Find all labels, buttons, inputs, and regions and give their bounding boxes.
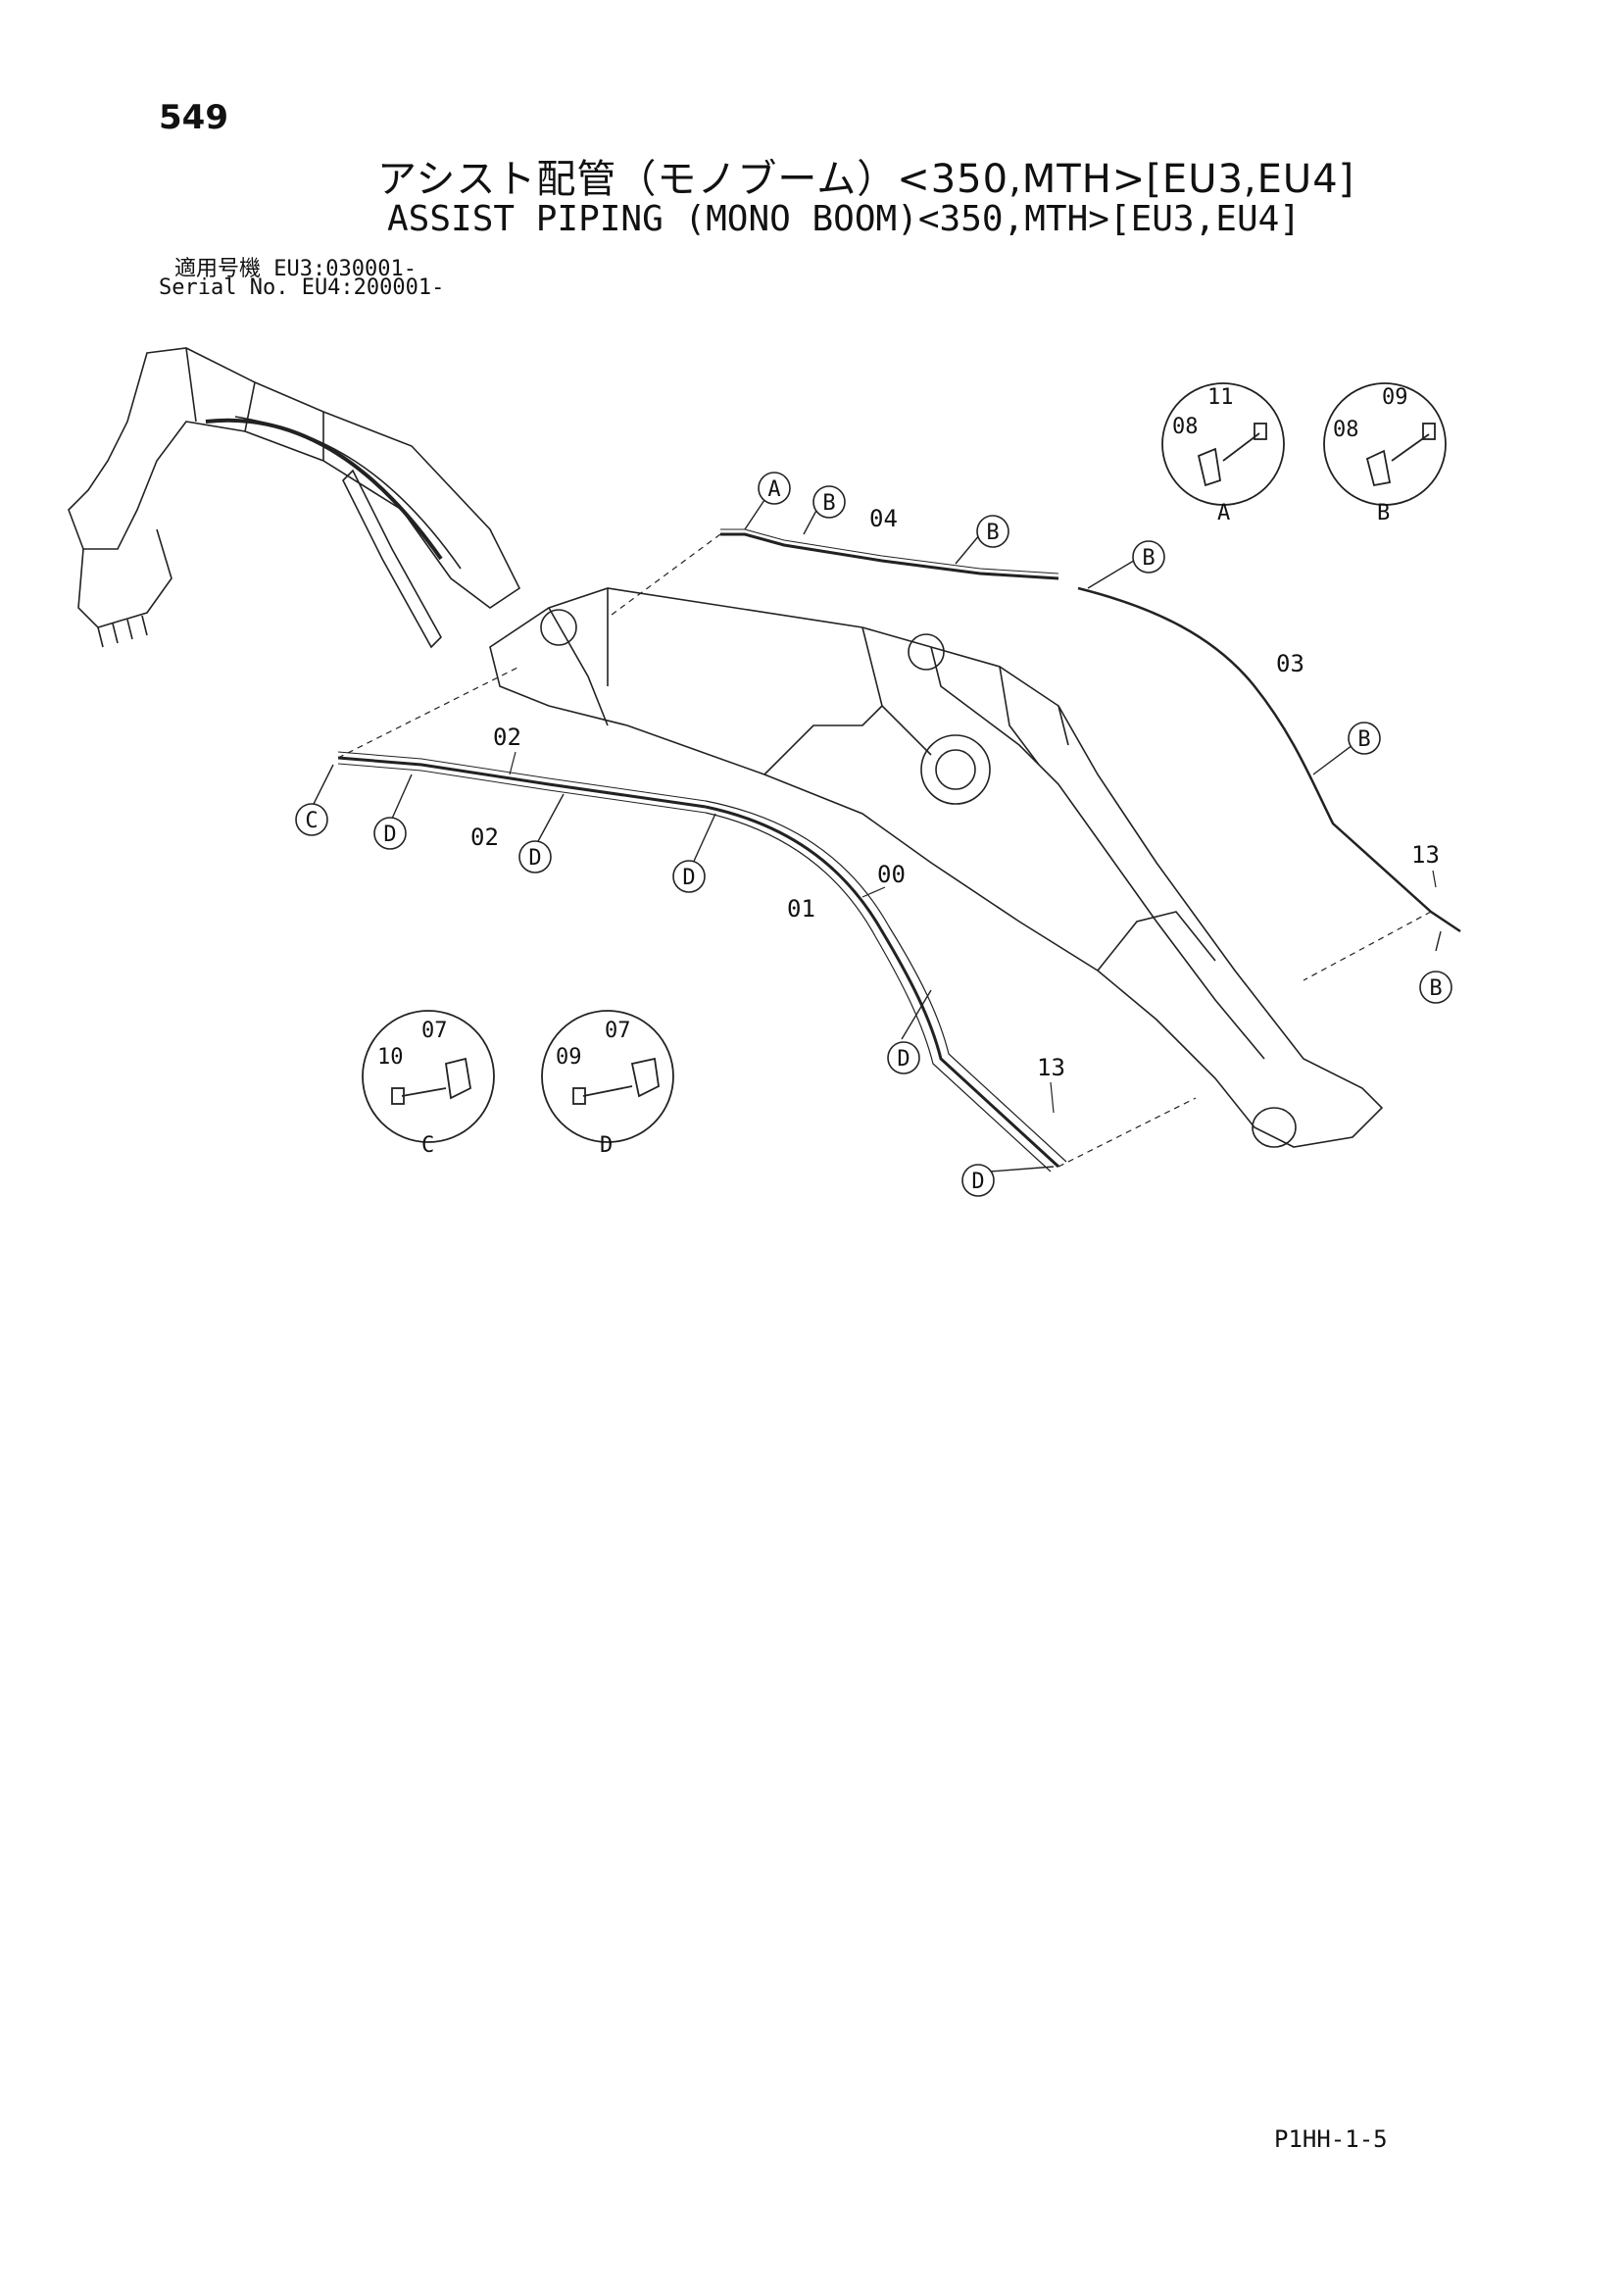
label-part-13-right: 13 xyxy=(1411,841,1440,869)
label-part-03: 03 xyxy=(1276,650,1304,677)
detail-b-part-08: 08 xyxy=(1333,418,1359,442)
title-english: ASSIST PIPING (MONO BOOM)<350,MTH>[EU3,E… xyxy=(387,199,1301,239)
detail-b-part-09: 09 xyxy=(1382,385,1408,410)
serial-line-2: Serial No. EU4:200001- xyxy=(159,275,445,300)
footer-code: P1HH-1-5 xyxy=(1274,2125,1388,2153)
pipe-02 xyxy=(337,751,707,814)
title-japanese: アシスト配管（モノブーム）<350,MTH>[EU3,EU4] xyxy=(377,157,1355,202)
excavator-overview xyxy=(68,347,521,649)
pipe-01-00 xyxy=(705,800,1067,1173)
label-part-13-bottom: 13 xyxy=(1037,1054,1065,1081)
callout-b-4: B xyxy=(1357,727,1370,752)
detail-c-circle xyxy=(362,1010,495,1143)
detail-b-circle xyxy=(1323,382,1447,506)
detail-b-label: B xyxy=(1377,501,1390,525)
detail-a-label: A xyxy=(1217,501,1230,525)
label-part-01: 01 xyxy=(787,895,815,923)
callout-d-2: D xyxy=(528,846,541,871)
detail-a-part-11: 11 xyxy=(1207,385,1234,410)
detail-a-part-08: 08 xyxy=(1172,415,1199,439)
serial-line-1: 適用号機 EU3:030001- xyxy=(174,257,417,281)
label-part-00: 00 xyxy=(877,861,906,888)
detail-d-part-09: 09 xyxy=(556,1045,582,1070)
label-part-02-top: 02 xyxy=(493,724,521,751)
leader-lines xyxy=(337,533,1432,1168)
label-part-04: 04 xyxy=(869,505,898,532)
callout-c-1: C xyxy=(305,809,318,833)
label-part-02-bottom: 02 xyxy=(470,824,499,851)
callout-d-3: D xyxy=(682,866,695,890)
detail-d-label: D xyxy=(600,1133,613,1158)
callout-d-5: D xyxy=(971,1170,984,1194)
boom-body xyxy=(489,587,1384,1148)
callout-a-1: A xyxy=(767,477,780,502)
detail-d-part-07: 07 xyxy=(605,1019,631,1043)
callout-circles xyxy=(295,472,1452,1197)
page-number: 549 xyxy=(159,98,228,137)
callout-b-3: B xyxy=(1142,546,1155,571)
callout-b-1: B xyxy=(822,491,835,516)
callout-d-1: D xyxy=(383,823,396,847)
callout-b-5: B xyxy=(1429,976,1442,1001)
detail-a-circle xyxy=(1161,382,1285,506)
callout-b-2: B xyxy=(986,521,999,545)
detail-d-circle xyxy=(541,1010,674,1143)
pipe-03 xyxy=(1077,586,1461,933)
detail-c-part-07: 07 xyxy=(421,1019,448,1043)
callout-d-4: D xyxy=(897,1047,910,1072)
detail-c-part-10: 10 xyxy=(377,1045,404,1070)
pipe-04 xyxy=(720,528,1059,580)
detail-c-label: C xyxy=(421,1133,434,1158)
